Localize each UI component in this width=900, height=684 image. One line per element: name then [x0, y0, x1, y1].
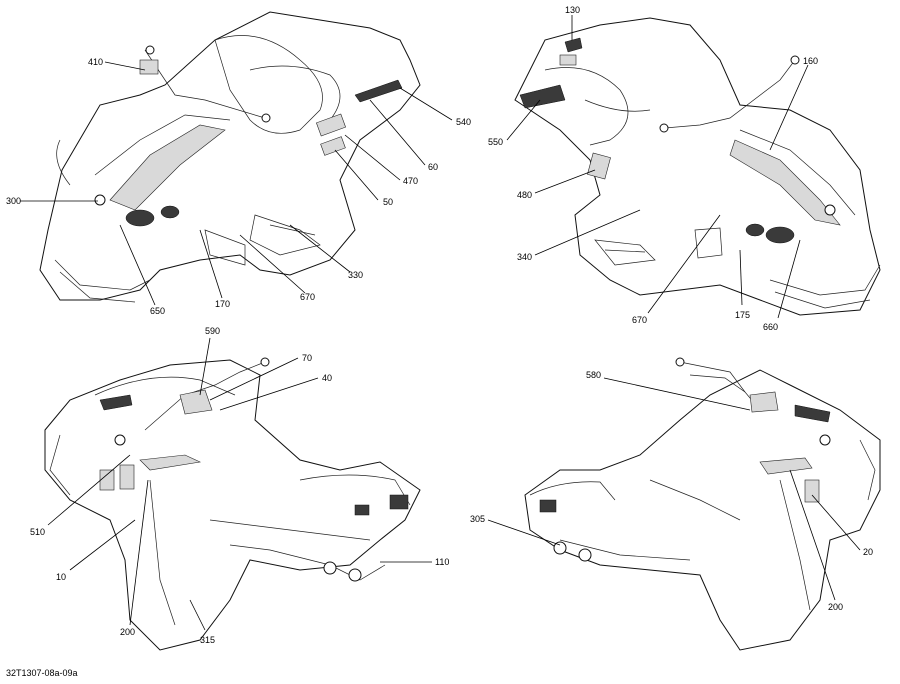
callout-300: 300	[6, 196, 21, 206]
callout-160: 160	[803, 56, 818, 66]
front-fender-decal	[139, 454, 202, 471]
callout-670: 670	[300, 292, 315, 302]
vehicle-body-outline	[39, 11, 421, 301]
callout-340: 340	[517, 252, 532, 262]
figure-id: 32T1307-08a-09a	[6, 668, 78, 678]
vehicle-body-outline	[524, 369, 881, 651]
callout-50: 50	[383, 197, 393, 207]
callout-175: 175	[735, 310, 750, 320]
callout-315: 315	[200, 635, 215, 645]
callout-660: 660	[763, 322, 778, 332]
callout-200: 200	[120, 627, 135, 637]
handlebar	[144, 49, 266, 119]
front-bumper	[54, 259, 151, 291]
hood-stripe-decal	[109, 124, 226, 211]
callout-590: 590	[205, 326, 220, 336]
callout-40: 40	[322, 373, 332, 383]
handlebar	[679, 361, 746, 393]
front-right-view	[514, 17, 881, 316]
callout-650: 650	[150, 306, 165, 316]
rear-left-view	[44, 357, 421, 651]
front-left-callouts: 410 300 650 170 670 330 50 470 60 540	[6, 57, 471, 316]
callout-170: 170	[215, 299, 230, 309]
rear-right-callouts: 580 305 200 20	[470, 370, 873, 612]
callout-550: 550	[488, 137, 503, 147]
handlebar	[144, 361, 266, 431]
front-fender-decal	[759, 457, 813, 475]
callout-20: 20	[863, 547, 873, 557]
callout-10: 10	[56, 572, 66, 582]
headlight	[125, 209, 155, 227]
callout-110: 110	[435, 557, 449, 567]
vehicle-body-outline	[44, 359, 421, 651]
hood-stripe-decal	[729, 139, 841, 226]
front-left-view	[39, 11, 421, 303]
rear-left-callouts: 590 70 40 510 10 200 315 110	[30, 326, 449, 645]
rear-right-view	[524, 357, 881, 651]
callout-70: 70	[302, 353, 312, 363]
callout-510: 510	[30, 527, 45, 537]
callout-410: 410	[88, 57, 103, 67]
callout-670: 670	[632, 315, 647, 325]
callout-480: 480	[517, 190, 532, 200]
callout-60: 60	[428, 162, 438, 172]
callout-580: 580	[586, 370, 601, 380]
callout-540: 540	[456, 117, 471, 127]
front-right-callouts: 130 160 550 480 340 670 175 660	[488, 5, 818, 332]
callout-330: 330	[348, 270, 363, 280]
callout-200: 200	[828, 602, 843, 612]
callout-470: 470	[403, 176, 418, 186]
headlight	[765, 226, 795, 244]
callout-305: 305	[470, 514, 485, 524]
handlebar	[664, 59, 796, 129]
callout-130: 130	[565, 5, 580, 15]
front-bumper	[769, 264, 881, 296]
